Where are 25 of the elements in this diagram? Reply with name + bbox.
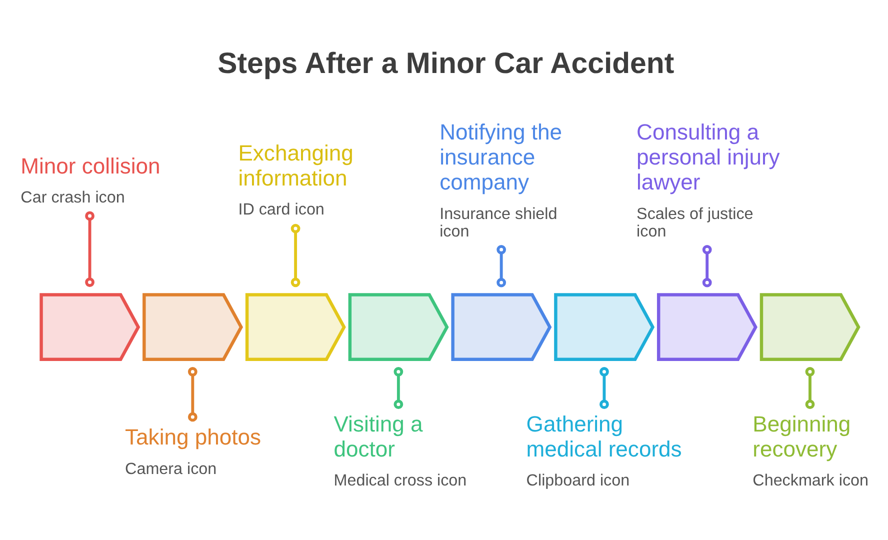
node-text: Visiting a doctor Medical cross icon — [334, 410, 467, 490]
connector — [290, 223, 300, 287]
node-chevron — [451, 292, 552, 361]
diagram-title: Steps After a Minor Car Accident — [218, 46, 674, 80]
node-chevron — [40, 292, 140, 361]
connector — [394, 366, 404, 409]
node-text: Consulting a personal injury lawyer Scales of justice icon — [636, 119, 780, 240]
node-text: Gathering medical records Clipboard icon — [526, 410, 682, 490]
connector — [496, 244, 506, 287]
node-text: Taking photos Camera icon — [125, 424, 261, 478]
node-chevron — [142, 292, 243, 361]
node-text: Minor collision Car crash icon — [20, 152, 160, 206]
node-text: Beginning recovery Checkmark icon — [752, 410, 868, 490]
node-chevron — [554, 292, 655, 361]
node-text: Notifying the insurance company Insurance shield icon — [440, 119, 562, 240]
node-chevron — [656, 292, 758, 361]
connector — [188, 366, 198, 422]
connector — [702, 244, 712, 287]
node-chevron — [348, 292, 449, 361]
connector — [85, 210, 94, 286]
connector — [600, 366, 609, 409]
node-chevron — [245, 292, 346, 361]
connector — [805, 366, 815, 409]
node-text: Exchanging information ID card icon — [238, 140, 354, 218]
node-chevron — [760, 292, 860, 361]
